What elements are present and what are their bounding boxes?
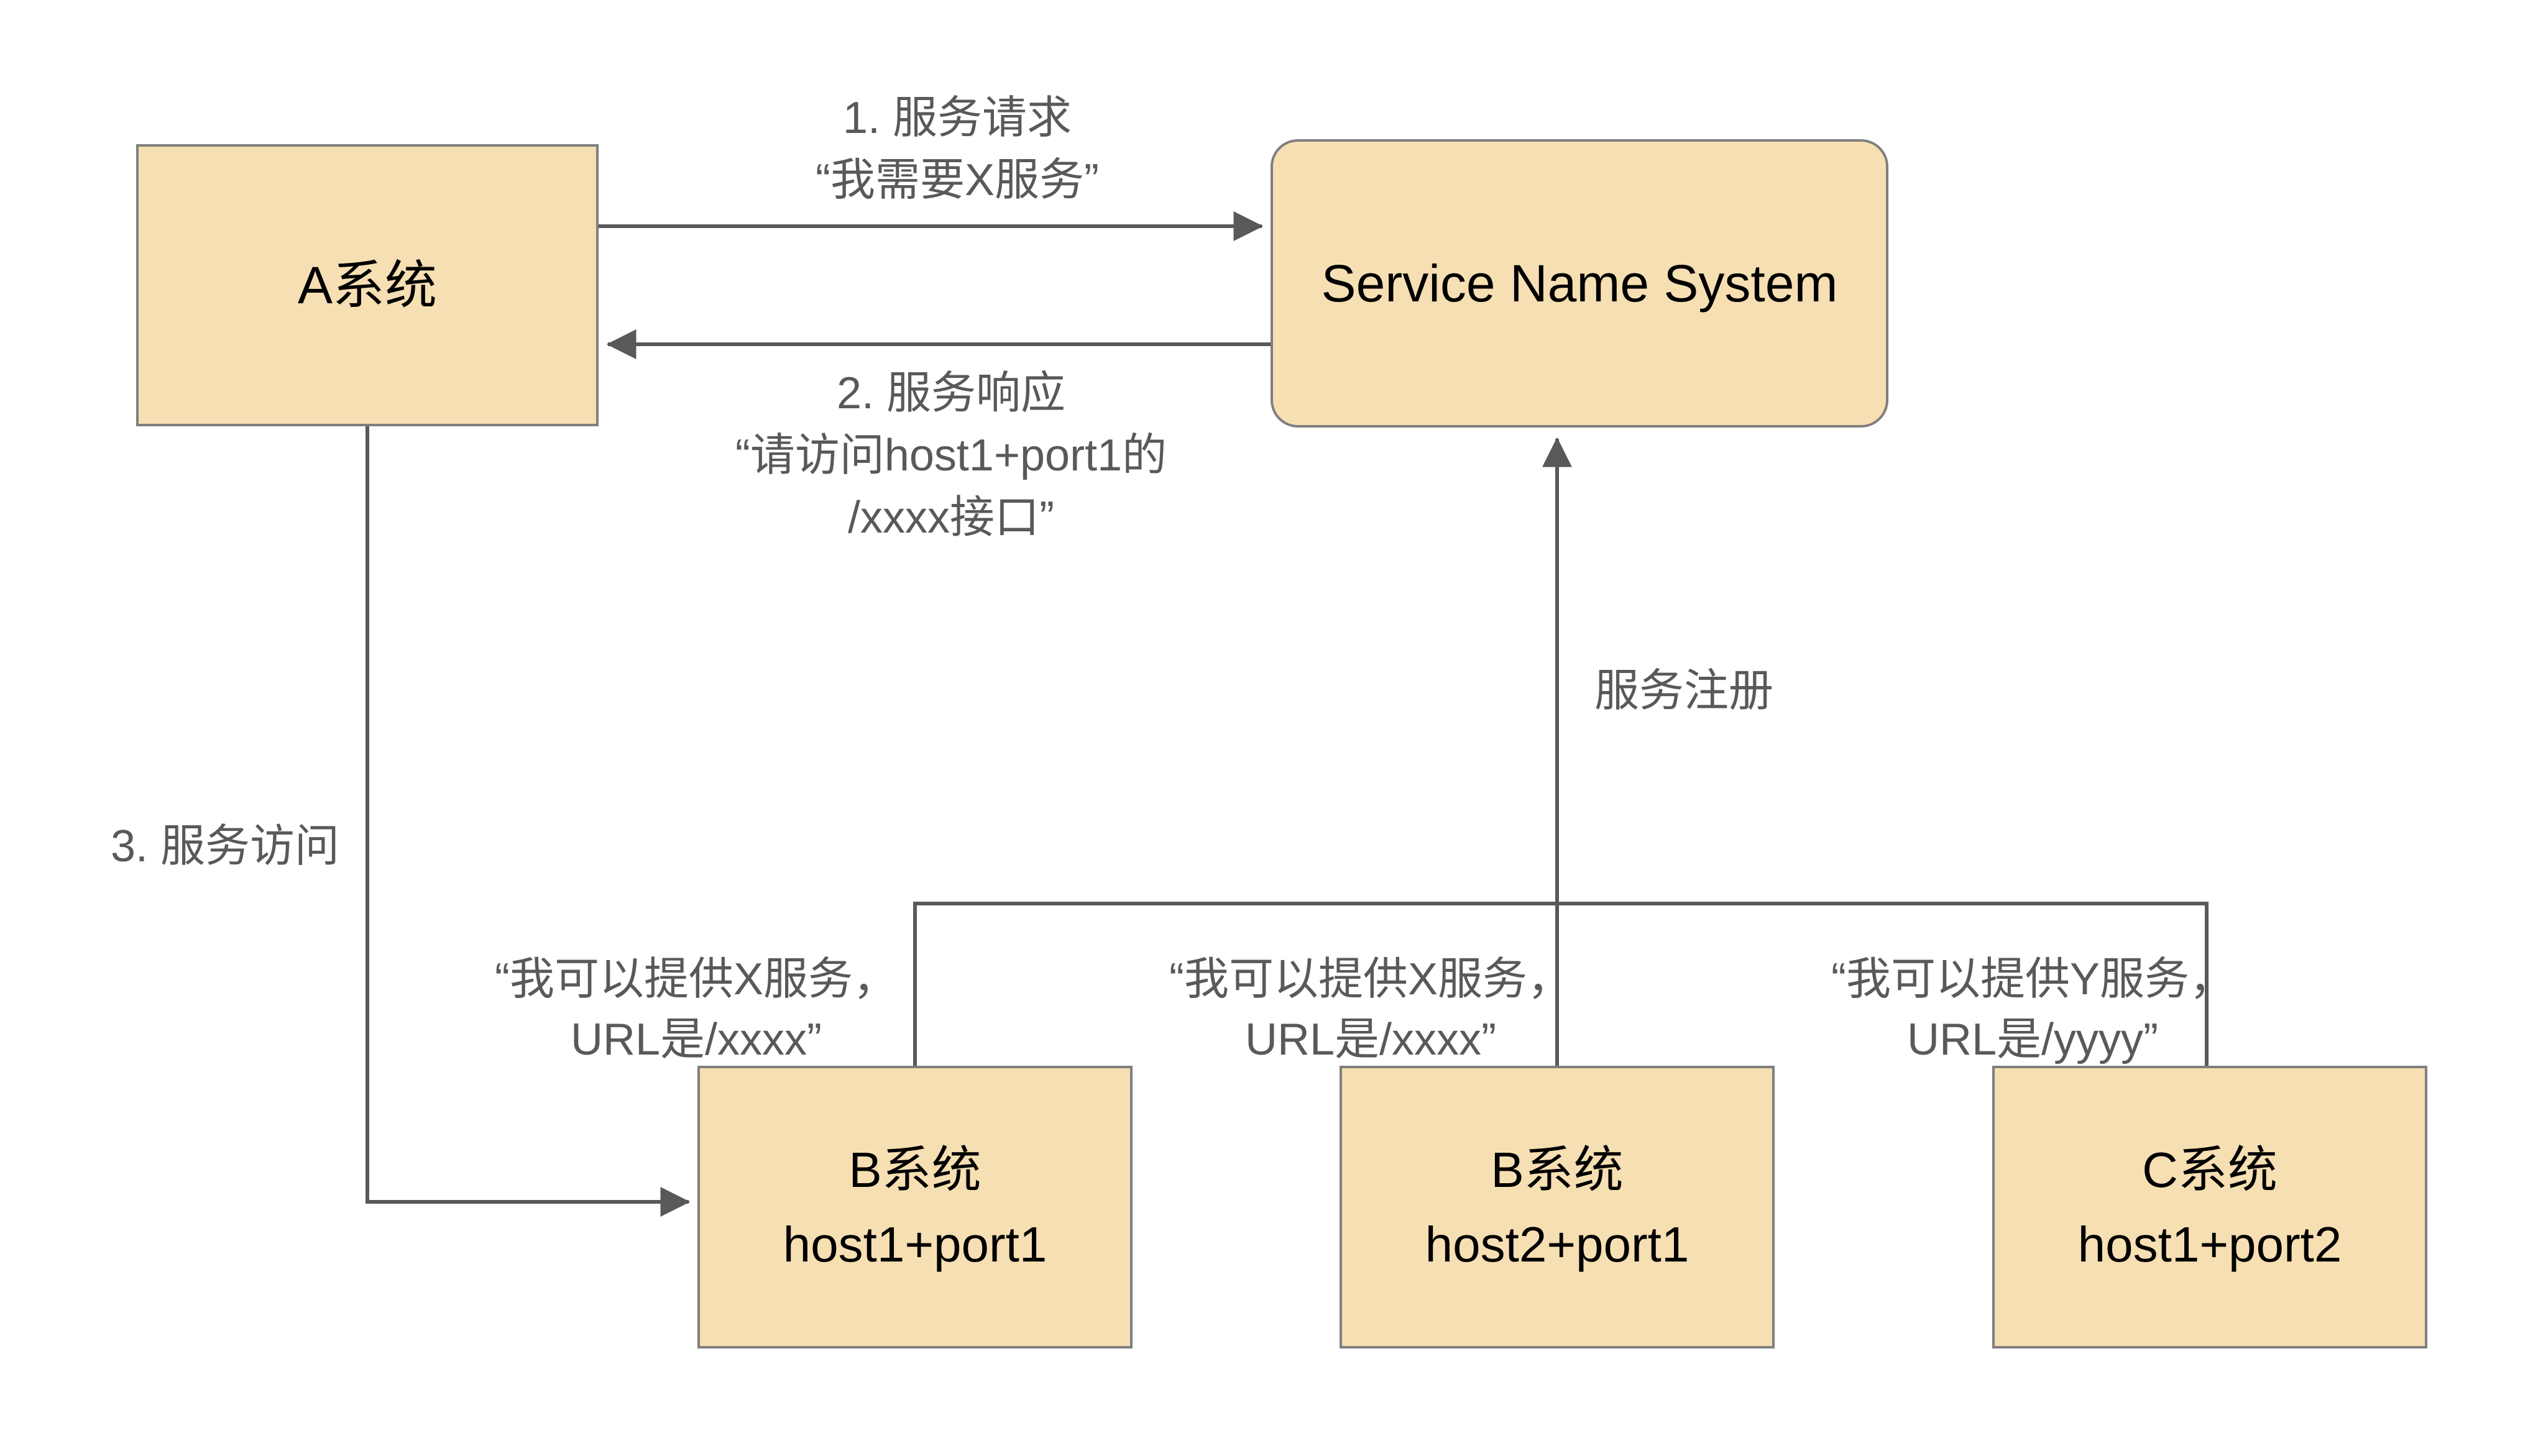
node-b-system-host1: B系统 host1+port1 [697, 1066, 1133, 1348]
node-c-system-host1: C系统 host1+port2 [1992, 1066, 2427, 1348]
annotation-service-response: 2. 服务响应 “请访问host1+port1的 /xxxx接口” [640, 362, 1262, 549]
annotation-service-response-line3: /xxxx接口” [848, 493, 1054, 543]
annotation-provider-b-host1-line2: URL是/xxxx” [570, 1015, 822, 1065]
node-a-system: A系统 [136, 144, 599, 426]
annotation-provider-b-host2-line2: URL是/xxxx” [1244, 1015, 1497, 1065]
annotation-provider-b-host2: “我可以提供X服务， URL是/xxxx” [1091, 950, 1650, 1070]
annotation-service-access: 3. 服务访问 [110, 822, 340, 871]
annotation-provider-b-host1-line1: “我可以提供X服务， [494, 955, 898, 1004]
node-b-system-host1-address: host1+port1 [783, 1216, 1047, 1272]
connector-service-access-arrow [365, 426, 691, 1217]
node-b-system-host2-address: host2+port1 [1425, 1216, 1689, 1272]
annotation-provider-b-host1: “我可以提供X服务， URL是/xxxx” [416, 950, 976, 1070]
annotation-service-request-line1: 1. 服务请求 [842, 93, 1072, 143]
annotation-provider-b-host2-line1: “我可以提供X服务， [1169, 955, 1572, 1004]
node-b-system-host1-title: B系统 [848, 1142, 981, 1197]
node-b-system-host2: B系统 host2+port1 [1340, 1066, 1775, 1348]
annotation-provider-c-host1-line1: “我可以提供Y服务， [1831, 955, 2234, 1004]
annotation-service-response-line1: 2. 服务响应 [836, 369, 1066, 418]
annotation-service-request-line2: “我需要X服务” [816, 155, 1099, 205]
annotation-provider-c-host1: “我可以提供Y服务， URL是/yyyy” [1753, 950, 2312, 1070]
node-a-system-label: A系统 [297, 256, 438, 314]
node-c-system-host1-title: C系统 [2142, 1142, 2278, 1197]
node-b-system-host2-title: B系统 [1491, 1142, 1624, 1197]
annotation-service-response-line2: “请访问host1+port1的 [735, 431, 1167, 480]
annotation-provider-c-host1-line2: URL是/yyyy” [1906, 1015, 2159, 1065]
node-c-system-host1-address: host1+port2 [2077, 1216, 2342, 1272]
node-service-name-system: Service Name System [1271, 139, 1888, 428]
node-service-name-system-label: Service Name System [1321, 254, 1838, 313]
annotation-service-request: 1. 服务请求 “我需要X服务” [678, 87, 1237, 211]
annotation-service-register: 服务注册 [1594, 666, 1774, 716]
